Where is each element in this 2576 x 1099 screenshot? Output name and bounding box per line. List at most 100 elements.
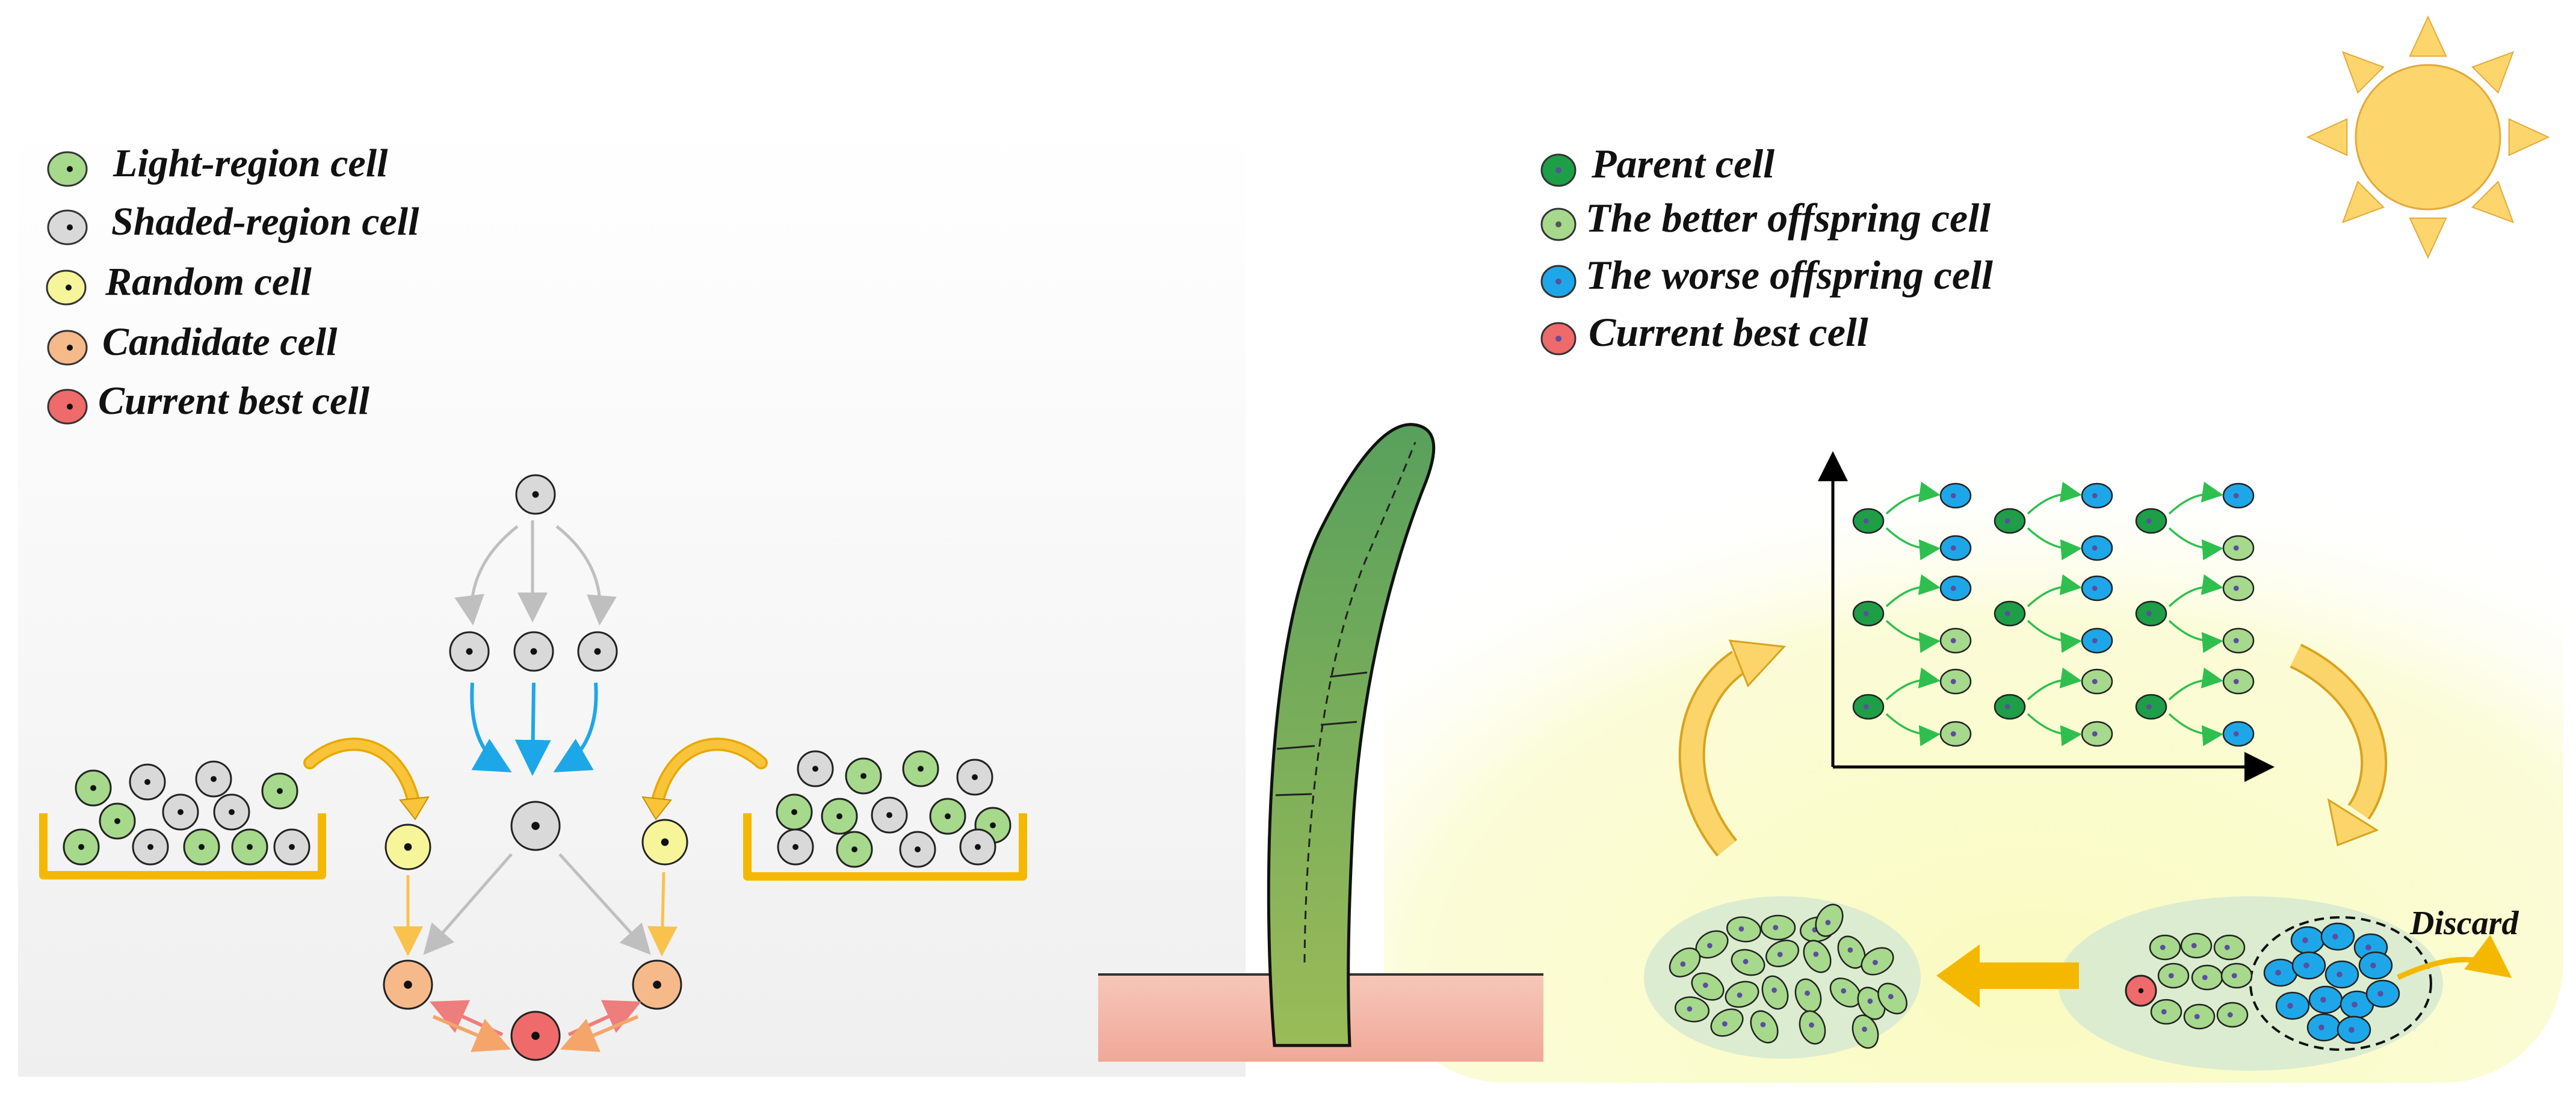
better-offspring-cell <box>2157 962 2190 989</box>
parent-cell <box>2135 600 2167 627</box>
better-offspring-cell <box>2081 721 2113 747</box>
parent-offspring-group <box>1994 667 2113 747</box>
offspring-arrow <box>1885 620 1941 653</box>
legend-swatch <box>47 209 88 245</box>
offspring-arrow <box>2027 574 2082 608</box>
offspring-arrow <box>1885 713 1941 747</box>
stem-segment-mark <box>1276 745 1315 750</box>
better-offspring-cell <box>2180 932 2213 959</box>
sun-ray <box>2508 118 2550 156</box>
worse-offspring-cell <box>2081 575 2113 602</box>
sun-ray <box>2471 51 2515 94</box>
worse-offspring-cell <box>2320 922 2355 951</box>
legend-swatch <box>1540 153 1577 187</box>
better-offspring-cell <box>1674 996 1710 1023</box>
better-offspring-cell <box>1877 982 1907 1015</box>
offspring-arrow <box>2027 667 2082 701</box>
better-offspring-cell <box>1939 627 1972 654</box>
plant-illustration <box>1098 423 1543 1062</box>
offspring-arrow <box>1885 527 1941 561</box>
offspring-arrow <box>2027 527 2082 561</box>
curved-arrow <box>303 737 430 820</box>
curved-arrow-down <box>2290 644 2388 847</box>
better-offspring-cell <box>1669 947 1701 977</box>
worse-offspring-cell <box>1939 575 1972 602</box>
better-offspring-cell <box>1815 904 1844 937</box>
better-offspring-cell <box>2222 627 2255 654</box>
arrow <box>558 853 651 955</box>
plant-stem <box>1267 423 1436 1047</box>
best-cell <box>2125 974 2157 1007</box>
worse-offspring-cell <box>2263 958 2298 987</box>
offspring-arrow <box>2027 620 2082 653</box>
better-offspring-cell <box>1695 930 1729 959</box>
better-offspring-cell <box>2222 535 2255 561</box>
parent-offspring-group <box>1852 481 1972 561</box>
legend-label: Candidate cell <box>102 320 338 364</box>
stem-segment-mark <box>1275 793 1312 796</box>
random-cell <box>385 823 431 870</box>
selection-arrow <box>1936 944 2079 1008</box>
arrow <box>470 682 512 772</box>
offspring-arrow <box>2168 620 2223 653</box>
better-offspring-cell <box>1760 914 1796 941</box>
population-next <box>1644 896 1921 1059</box>
better-offspring-cell <box>2149 934 2181 961</box>
better-offspring-cell <box>2213 934 2246 961</box>
worse-offspring-cell <box>1939 535 1972 561</box>
cell-tray-right <box>743 750 1027 881</box>
parent-cell <box>1852 694 1885 720</box>
better-offspring-cell <box>2191 964 2223 991</box>
parent-offspring-group <box>1994 574 2113 654</box>
parent-cell <box>1852 600 1885 627</box>
parent-cell <box>1994 600 2026 627</box>
arrow <box>514 682 551 776</box>
candidate-cell <box>632 959 682 1010</box>
legend-label: The worse offspring cell <box>1586 252 1993 298</box>
better-offspring-cell <box>1765 940 1799 967</box>
better-offspring-cell <box>1852 1014 1879 1049</box>
sun-ray <box>2341 180 2385 224</box>
shaded-cell <box>777 828 814 866</box>
parent-offspring-group <box>1852 574 1972 654</box>
stem-segment-mark <box>1320 721 1357 726</box>
right-diagram: Discard <box>1644 451 2519 1071</box>
better-offspring-cell <box>2222 575 2255 602</box>
better-offspring-cell <box>2081 668 2113 695</box>
legend-swatch <box>1540 208 1577 241</box>
legend-label: Random cell <box>105 260 312 304</box>
parent-cell <box>1852 508 1885 534</box>
shaded-cell <box>513 631 554 672</box>
arrow <box>423 853 513 955</box>
worse-offspring-cell <box>2081 535 2113 561</box>
shaded-cell <box>510 801 561 851</box>
better-offspring-cell <box>1691 972 1725 1001</box>
best-cell <box>510 1011 561 1061</box>
legend-item: The better offspring cell <box>1540 195 1991 241</box>
shaded-cell <box>449 631 490 672</box>
light-cell <box>261 772 298 810</box>
sun-ray <box>2409 217 2447 259</box>
sun-ray <box>2471 180 2515 224</box>
random-cell <box>641 819 688 866</box>
shaded-cell <box>871 796 908 834</box>
parent-cell <box>2135 508 2167 534</box>
arrow <box>647 872 678 956</box>
shaded-cell <box>899 831 936 868</box>
sun-icon <box>2306 15 2550 259</box>
legend-swatch <box>47 151 88 187</box>
offspring-arrow <box>1885 481 1941 515</box>
population-current <box>2058 896 2443 1071</box>
sun-ray <box>2306 118 2348 156</box>
light-cell <box>75 769 112 807</box>
light-cell <box>929 798 966 835</box>
worse-offspring-cell <box>2081 482 2113 509</box>
worse-offspring-cell <box>2222 482 2255 509</box>
worse-offspring-cell <box>2365 979 2400 1008</box>
offspring-arrow <box>2027 713 2082 747</box>
legend-swatch <box>1540 322 1577 356</box>
legend-label: Light-region cell <box>113 141 388 185</box>
light-cell <box>821 798 858 835</box>
